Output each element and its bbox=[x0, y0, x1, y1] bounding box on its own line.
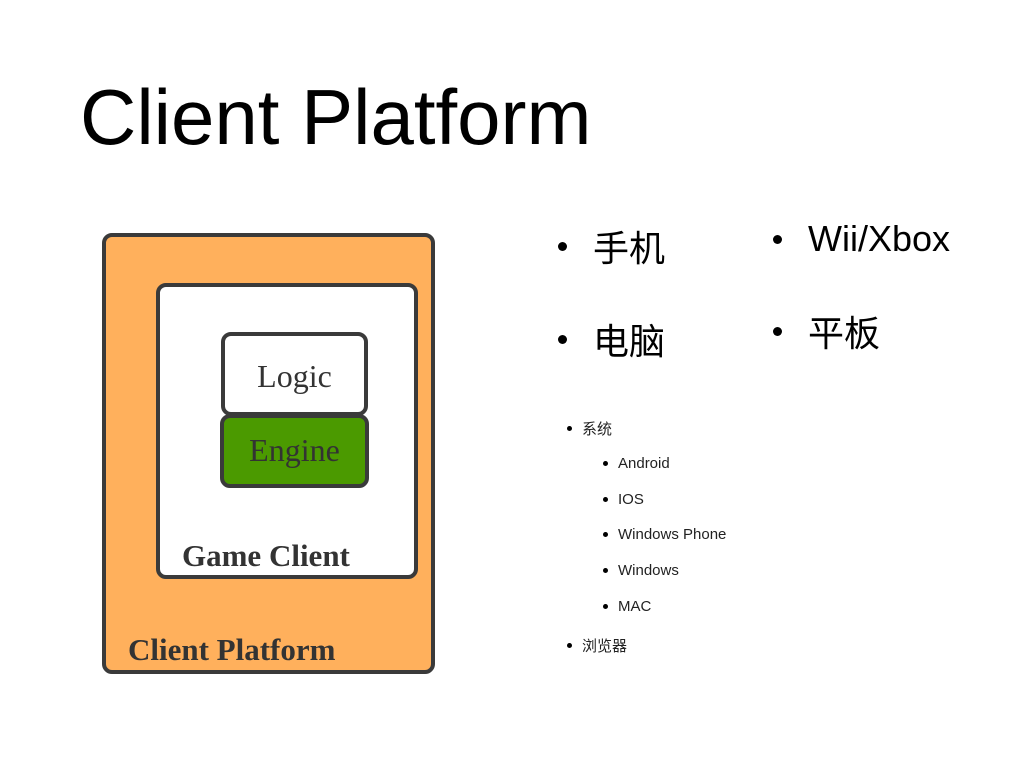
system-label: IOS bbox=[618, 491, 644, 508]
slide-title: Client Platform bbox=[80, 73, 592, 161]
system-item: Android bbox=[603, 455, 670, 472]
device-label: 手机 bbox=[593, 228, 666, 269]
system-item: MAC bbox=[603, 598, 651, 615]
logic-box: Logic bbox=[221, 332, 368, 416]
system-label: MAC bbox=[618, 598, 652, 615]
device-label: Wii/Xbox bbox=[808, 218, 951, 259]
system-item: Windows bbox=[603, 562, 679, 579]
system-item: Windows Phone bbox=[603, 526, 726, 543]
bullet-dot-icon bbox=[603, 604, 608, 609]
device-bullet-phone: 手机 bbox=[558, 220, 665, 272]
engine-box: Engine bbox=[220, 414, 369, 488]
bullet-dot-icon bbox=[567, 426, 572, 431]
engine-label: Engine bbox=[249, 432, 340, 468]
device-label: 电脑 bbox=[593, 321, 666, 362]
system-label: Windows Phone bbox=[618, 526, 727, 543]
browser-label: 浏览器 bbox=[582, 638, 628, 655]
bullet-dot-icon bbox=[603, 568, 608, 573]
bullet-dot-icon bbox=[567, 643, 572, 648]
systems-label: 系统 bbox=[582, 421, 613, 438]
device-bullet-console: Wii/Xbox bbox=[773, 218, 950, 260]
device-bullet-tablet: 平板 bbox=[773, 305, 880, 357]
bullet-dot-icon bbox=[603, 461, 608, 466]
browser-bullet: 浏览器 bbox=[567, 635, 627, 656]
logic-label: Logic bbox=[257, 358, 332, 394]
bullet-dot-icon bbox=[603, 532, 608, 537]
systems-bullet: 系统 bbox=[567, 418, 612, 439]
bullet-dot-icon bbox=[603, 497, 608, 502]
device-bullet-pc: 电脑 bbox=[558, 313, 665, 365]
bullet-dot-icon bbox=[773, 326, 782, 336]
client-platform-label: Client Platform bbox=[128, 632, 336, 667]
system-item: IOS bbox=[603, 491, 644, 508]
game-client-label: Game Client bbox=[182, 538, 350, 573]
bullet-dot-icon bbox=[558, 241, 567, 251]
system-label: Android bbox=[618, 455, 670, 472]
bullet-dot-icon bbox=[773, 234, 782, 244]
bullet-dot-icon bbox=[558, 334, 567, 344]
system-label: Windows bbox=[618, 562, 679, 579]
device-label: 平板 bbox=[808, 313, 881, 354]
